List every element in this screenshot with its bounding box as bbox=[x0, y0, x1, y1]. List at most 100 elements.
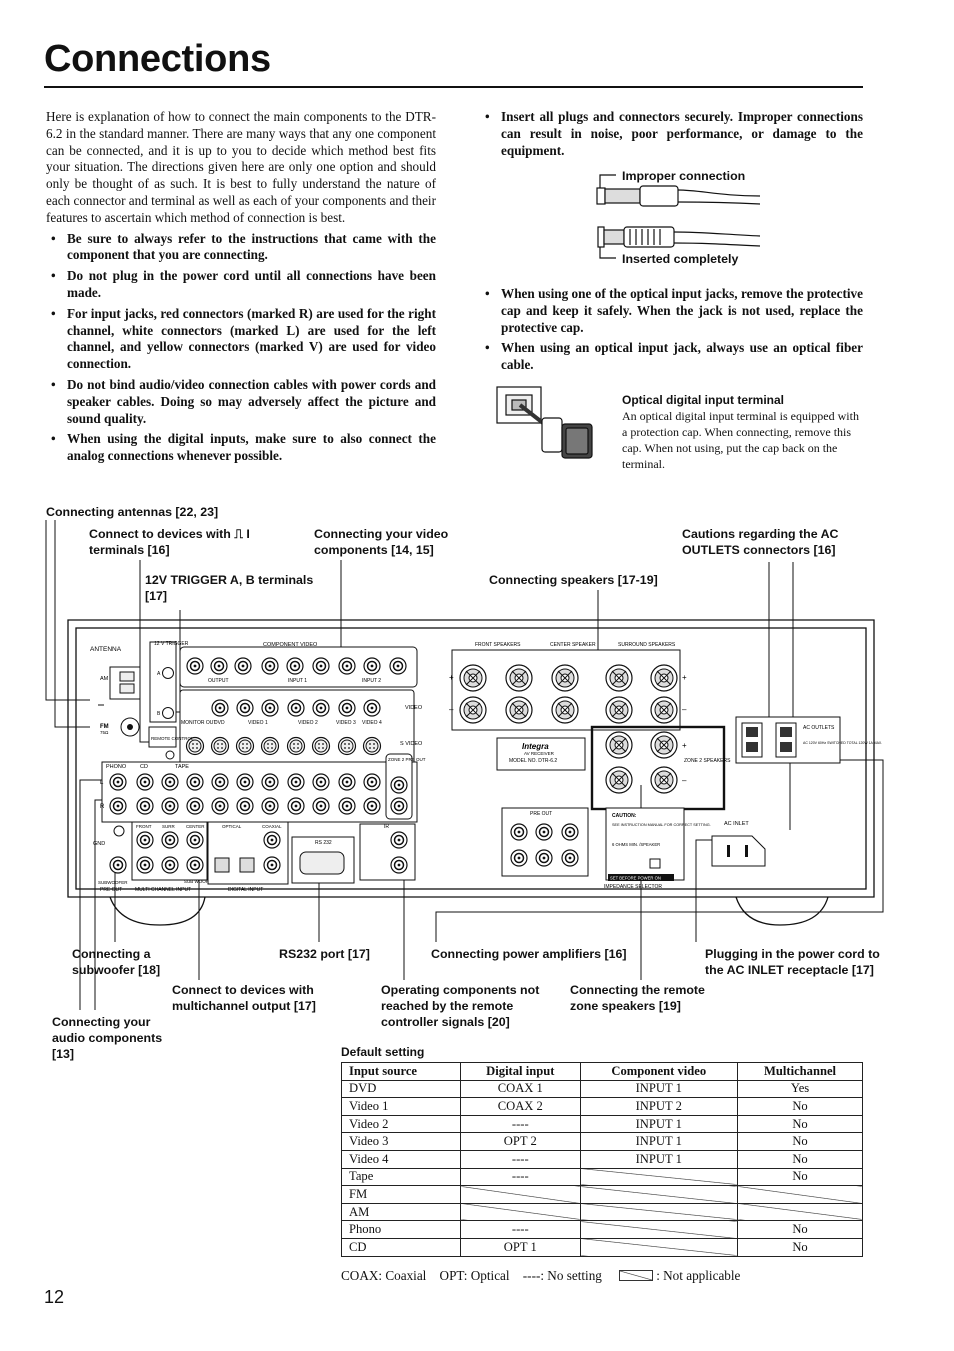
callout-multichannel: Connect to devices with multichannel out… bbox=[172, 983, 316, 1013]
panel-front-label: FRONT bbox=[136, 824, 152, 829]
panel-minus: – bbox=[449, 705, 454, 714]
table-cell: CD bbox=[340, 1237, 462, 1257]
panel-video1-label: VIDEO 1 bbox=[248, 720, 268, 726]
right-column: Insert all plugs and connectors securely… bbox=[480, 109, 863, 163]
table-cell: INPUT 1 bbox=[579, 1149, 739, 1169]
title-rule bbox=[44, 86, 863, 88]
table-row: Phono----No bbox=[340, 1220, 863, 1239]
panel-zone2-preout-label: ZONE 2 PRE OUT bbox=[388, 757, 426, 762]
panel-video3-label: VIDEO 3 bbox=[336, 720, 356, 726]
not-applicable-cell bbox=[737, 1202, 863, 1222]
table-cell: Video 1 bbox=[340, 1097, 462, 1116]
page-number: 12 bbox=[44, 1287, 65, 1307]
gnd-terminal[interactable] bbox=[113, 825, 125, 837]
trigger-a-jack[interactable] bbox=[162, 667, 174, 679]
trigger-b-jack[interactable] bbox=[162, 707, 174, 719]
right-bullet-list-top: Insert all plugs and connectors securely… bbox=[480, 109, 863, 159]
table-cell: Yes bbox=[737, 1079, 863, 1099]
panel-digital-input-label: DIGITAL INPUT bbox=[228, 887, 263, 893]
panel-l-label: L bbox=[100, 780, 104, 786]
legend-no-setting: ----: No setting bbox=[522, 1268, 602, 1283]
panel-trigger-label: 12 V TRIGGER bbox=[154, 641, 189, 647]
panel-coaxial-label: COAXIAL bbox=[262, 824, 282, 829]
panel-set-before-label: SET BEFORE POWER ON bbox=[610, 876, 661, 881]
bullet-item: For input jacks, red connectors (marked … bbox=[46, 306, 436, 373]
optical-jack-2[interactable] bbox=[239, 857, 255, 873]
not-applicable-cell bbox=[460, 1202, 581, 1222]
left-bullet-list: Be sure to always refer to the instructi… bbox=[46, 231, 436, 465]
improper-connection-label: Improper connection bbox=[622, 169, 746, 183]
table-cell: COAX 1 bbox=[460, 1079, 581, 1099]
table-cell: AM bbox=[340, 1202, 462, 1222]
panel-preout2-label: PRE OUT bbox=[530, 811, 552, 817]
not-applicable-swatch-icon bbox=[619, 1270, 654, 1281]
table-row: AM bbox=[340, 1202, 863, 1222]
table-cell: Tape bbox=[340, 1167, 462, 1187]
panel-output-label: OUTPUT bbox=[208, 678, 229, 684]
callout-trigger: 12V TRIGGER A, B terminals [17] bbox=[145, 573, 314, 603]
bullet-item: Insert all plugs and connectors securely… bbox=[480, 109, 863, 159]
table-cell: No bbox=[737, 1114, 863, 1134]
table-cell: INPUT 1 bbox=[579, 1132, 739, 1151]
legend-opt: OPT: Optical bbox=[439, 1268, 510, 1283]
table-cell: Video 4 bbox=[340, 1149, 462, 1169]
legend-not-applicable: : Not applicable bbox=[656, 1268, 741, 1283]
panel-video4-label: VIDEO 4 bbox=[362, 720, 382, 726]
default-setting-title: Default setting bbox=[341, 1045, 425, 1059]
ac-inlet-receptacle[interactable] bbox=[711, 835, 766, 867]
panel-tape-label: TAPE bbox=[175, 764, 189, 770]
panel-ac-spec-label: AC 120V 60Hz SWITCHED TOTAL 120W 1A MAX. bbox=[803, 741, 882, 745]
ri-jack[interactable] bbox=[165, 750, 175, 760]
rs232-port[interactable] bbox=[299, 851, 345, 875]
panel-phono-label: PHONO bbox=[106, 764, 127, 770]
panel-gnd-label: GND bbox=[93, 841, 105, 847]
bullet-item: Do not bind audio/video connection cable… bbox=[46, 377, 436, 427]
optical-heading: Optical digital input terminal bbox=[622, 393, 785, 407]
panel-dvd-label: DVD bbox=[214, 720, 225, 726]
table-cell: Video 2 bbox=[340, 1114, 462, 1134]
panel-r-label: R bbox=[100, 804, 105, 810]
not-applicable-cell bbox=[579, 1220, 739, 1239]
optical-terminal-note: Optical digital input terminal An optica… bbox=[622, 392, 862, 472]
right-bullet-list: When using one of the optical input jack… bbox=[480, 286, 863, 374]
panel-zone2-speakers-label: ZONE 2 SPEAKERS bbox=[684, 758, 731, 764]
not-applicable-cell bbox=[579, 1202, 739, 1222]
callout-zone2: Connecting the remote zone speakers [19] bbox=[570, 983, 705, 1013]
not-applicable-cell bbox=[579, 1237, 739, 1257]
panel-component-video-label: COMPONENT VIDEO bbox=[263, 642, 318, 648]
table-header-cell: Digital input bbox=[460, 1062, 581, 1081]
panel-center-label: CENTER bbox=[186, 824, 205, 829]
panel-svideo-label: S VIDEO bbox=[400, 741, 423, 747]
panel-front-speakers-label: FRONT SPEAKERS bbox=[475, 642, 521, 648]
table-row: FM bbox=[340, 1185, 863, 1204]
impedance-switch[interactable] bbox=[649, 858, 661, 869]
panel-am-label: AM bbox=[100, 676, 109, 682]
callout-audio: Connecting your audio components [13] bbox=[52, 1015, 163, 1061]
table-cell: No bbox=[737, 1237, 863, 1257]
panel-video-label: VIDEO bbox=[405, 705, 423, 711]
table-header-cell: Input source bbox=[340, 1062, 462, 1081]
panel-input1-label: INPUT 1 bbox=[288, 678, 307, 684]
left-column: Here is explanation of how to connect th… bbox=[46, 109, 436, 469]
panel-pre-out-label: PRE OUT bbox=[100, 887, 122, 893]
table-cell: INPUT 1 bbox=[579, 1079, 739, 1099]
panel-plus: + bbox=[682, 741, 687, 750]
panel-center-speaker-label: CENTER SPEAKER bbox=[550, 642, 596, 648]
panel-av-receiver-label: AV RECEIVER bbox=[524, 751, 555, 756]
panel-ohms-a: 6 OHMS MIN. /SPEAKER bbox=[612, 842, 660, 847]
panel-plus: + bbox=[682, 673, 687, 682]
panel-minus: – bbox=[682, 776, 687, 785]
panel-fm-ohm-label: 75Ω bbox=[100, 730, 109, 735]
inserted-completely-label: Inserted completely bbox=[622, 252, 739, 266]
component-video-jacks bbox=[186, 657, 407, 675]
panel-optical-label: OPTICAL bbox=[222, 824, 242, 829]
optical-jack-1[interactable] bbox=[214, 857, 230, 873]
